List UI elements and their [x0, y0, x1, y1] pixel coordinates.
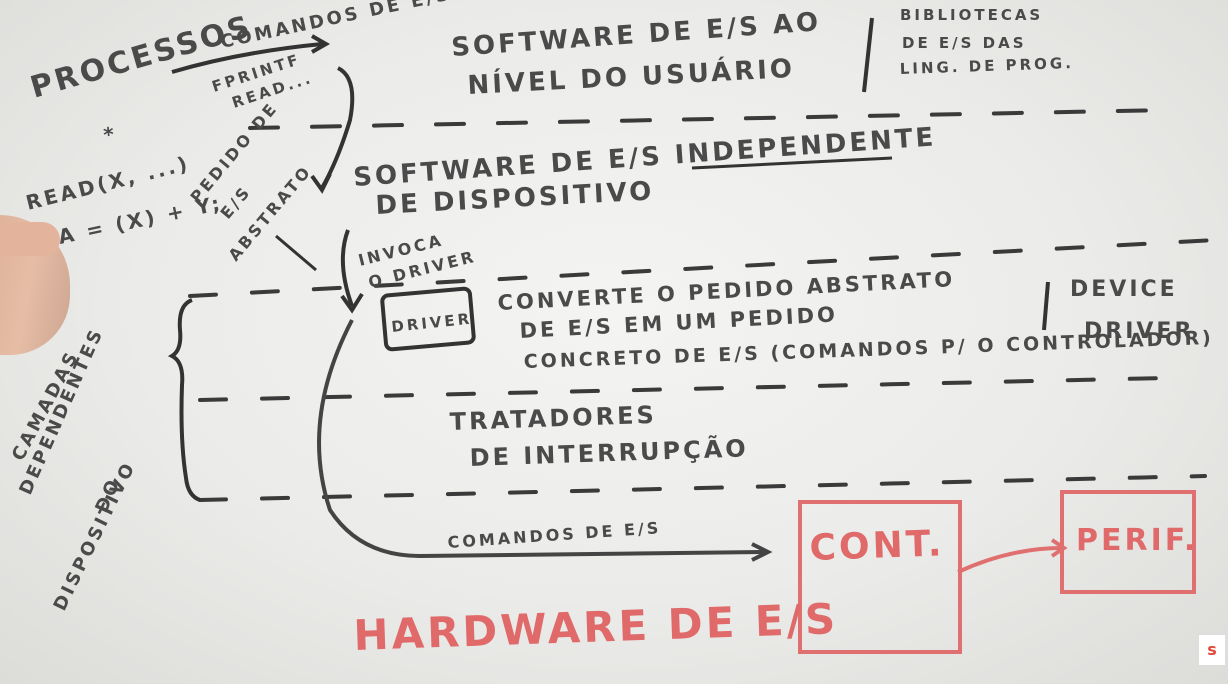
interrupts-line-2: DE INTERRUPÇÃO [469, 433, 749, 472]
driver-box-outline [380, 286, 476, 352]
comandos-es-label: COMANDOS DE E/S [219, 0, 453, 53]
peripheral-box [1060, 490, 1196, 594]
camadas-label-2: DEPENDENTES [15, 324, 108, 498]
arrowhead-pedido [310, 173, 332, 194]
driver-label: DRIVER [1084, 319, 1194, 344]
user-lib-divider [862, 17, 874, 93]
controller-box [798, 500, 962, 654]
bibliotecas-line-2: DE E/S DAS [902, 34, 1027, 52]
driver-box-label: DRIVER [391, 310, 473, 336]
arrow-invoca-driver [340, 229, 354, 307]
device-label: DEVICE [1070, 277, 1178, 302]
separator-line-1 [248, 108, 1172, 130]
separator-line-2 [188, 238, 1217, 298]
channel-logo: s [1198, 634, 1226, 666]
interrupts-line-1: TRATADORES [449, 401, 657, 436]
arrow-processos-to-es [171, 42, 323, 74]
user-layer-line-2: NÍVEL DO USUÁRIO [467, 52, 796, 101]
device-driver-divider [1042, 281, 1050, 331]
bibliotecas-line-1: BIBLIOTECAS [900, 6, 1043, 24]
controller-label: CONT. [809, 523, 945, 569]
peripheral-label: PERIF. [1076, 523, 1198, 558]
camadas-brace [167, 298, 201, 502]
separator-line-3 [198, 376, 1167, 402]
controller-peripheral-link [957, 546, 1063, 574]
arrowhead-invoca [340, 292, 364, 314]
arrow-pedido-down [320, 66, 355, 189]
underline-independente [691, 156, 893, 170]
arrowhead-comandos [751, 542, 773, 562]
separator-line-4 [198, 474, 1207, 502]
pedido-label-2: E/S [217, 182, 256, 223]
presenter-finger [0, 222, 60, 256]
bibliotecas-line-3: LING. DE PROG. [900, 54, 1075, 78]
camadas-label-4: DISPOSITIVO [50, 458, 141, 614]
arrow-comandos-to-controller [317, 319, 766, 559]
hardware-title: HARDWARE DE E/S [353, 594, 839, 660]
peripheral-arrowhead [1050, 538, 1068, 558]
arrowhead-processos [311, 34, 331, 54]
arrow-abstrato-to-driver [275, 234, 317, 272]
comandos-bottom-label: COMANDOS DE E/S [447, 518, 662, 552]
star-mark: * [102, 122, 118, 147]
